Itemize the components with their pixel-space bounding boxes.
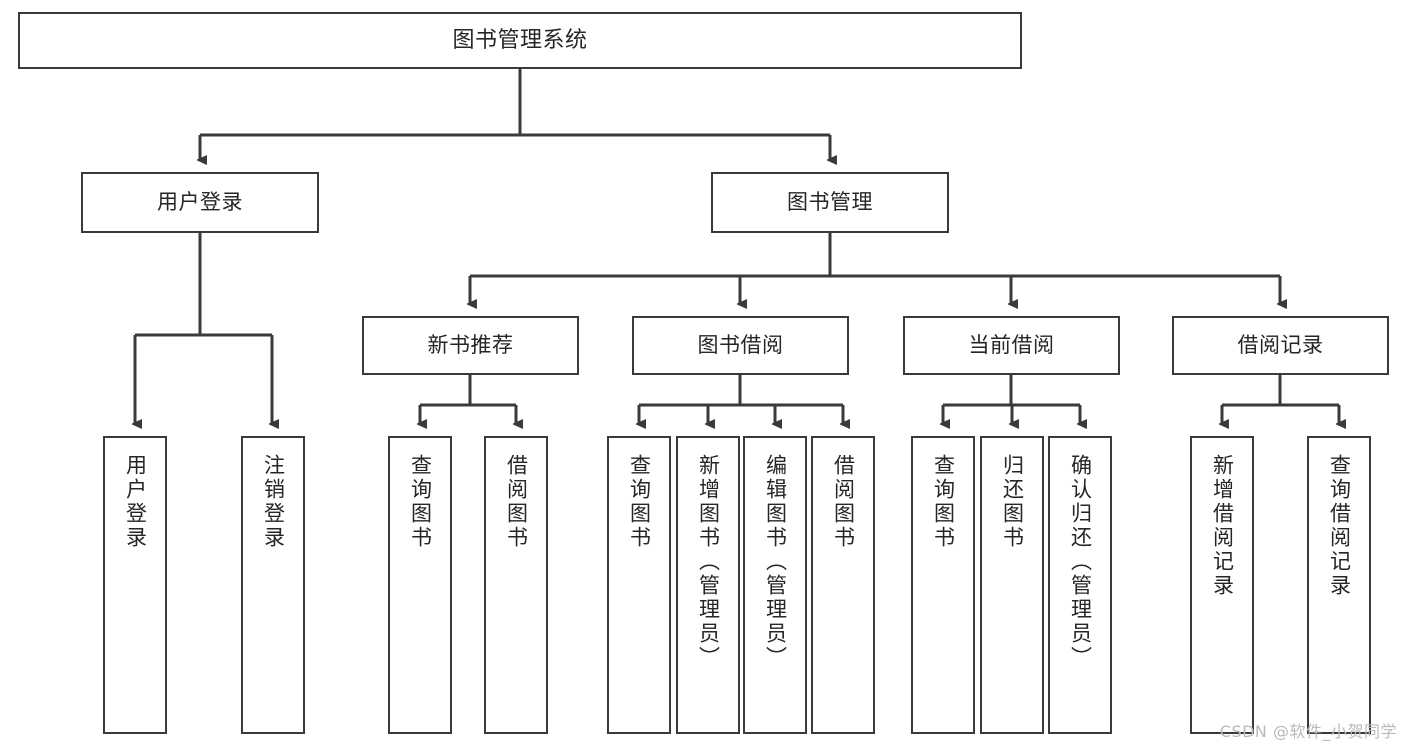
leaf-user-login[interactable]: 用户登录 bbox=[103, 436, 167, 734]
leaf-add-borrow-record[interactable]: 新增借阅记录 bbox=[1190, 436, 1254, 734]
leaf-query-book-recommend[interactable]: 查询图书 bbox=[388, 436, 452, 734]
leaf-query-book-recommend-label: 查询图书 bbox=[408, 454, 433, 550]
leaf-add-borrow-record-label: 新增借阅记录 bbox=[1210, 454, 1235, 598]
leaf-borrow-book-label: 借阅图书 bbox=[831, 454, 856, 550]
leaf-add-book-admin-label: 新增图书（管理员） bbox=[696, 454, 721, 670]
node-book-borrow-label: 图书借阅 bbox=[697, 333, 784, 358]
node-book-borrow[interactable]: 图书借阅 bbox=[632, 316, 849, 375]
leaf-query-borrow-record-label: 查询借阅记录 bbox=[1327, 454, 1352, 598]
leaf-query-book-borrow[interactable]: 查询图书 bbox=[607, 436, 671, 734]
node-book-management[interactable]: 图书管理 bbox=[711, 172, 949, 233]
node-root[interactable]: 图书管理系统 bbox=[18, 12, 1022, 69]
leaf-logout-label: 注销登录 bbox=[261, 454, 286, 550]
node-root-label: 图书管理系统 bbox=[452, 27, 588, 53]
node-current-borrow[interactable]: 当前借阅 bbox=[903, 316, 1120, 375]
leaf-query-book-current-label: 查询图书 bbox=[931, 454, 956, 550]
leaf-return-book-label: 归还图书 bbox=[1000, 454, 1025, 550]
node-borrow-record-label: 借阅记录 bbox=[1237, 333, 1324, 358]
leaf-edit-book-admin[interactable]: 编辑图书（管理员） bbox=[743, 436, 807, 734]
node-new-book-recommend[interactable]: 新书推荐 bbox=[362, 316, 579, 375]
leaf-confirm-return-admin[interactable]: 确认归还（管理员） bbox=[1048, 436, 1112, 734]
node-book-management-label: 图书管理 bbox=[787, 190, 873, 215]
leaf-edit-book-admin-label: 编辑图书（管理员） bbox=[763, 454, 788, 670]
node-current-borrow-label: 当前借阅 bbox=[968, 333, 1055, 358]
leaf-query-borrow-record[interactable]: 查询借阅记录 bbox=[1307, 436, 1371, 734]
node-user-login-label: 用户登录 bbox=[157, 190, 243, 215]
leaf-add-book-admin[interactable]: 新增图书（管理员） bbox=[676, 436, 740, 734]
leaf-user-login-label: 用户登录 bbox=[123, 454, 148, 550]
leaf-logout[interactable]: 注销登录 bbox=[241, 436, 305, 734]
node-borrow-record[interactable]: 借阅记录 bbox=[1172, 316, 1389, 375]
leaf-query-book-current[interactable]: 查询图书 bbox=[911, 436, 975, 734]
leaf-query-book-borrow-label: 查询图书 bbox=[627, 454, 652, 550]
node-new-book-recommend-label: 新书推荐 bbox=[427, 333, 514, 358]
leaf-confirm-return-admin-label: 确认归还（管理员） bbox=[1068, 454, 1093, 670]
leaf-borrow-book-recommend[interactable]: 借阅图书 bbox=[484, 436, 548, 734]
leaf-return-book[interactable]: 归还图书 bbox=[980, 436, 1044, 734]
leaf-borrow-book[interactable]: 借阅图书 bbox=[811, 436, 875, 734]
leaf-borrow-book-recommend-label: 借阅图书 bbox=[504, 454, 529, 550]
node-user-login[interactable]: 用户登录 bbox=[81, 172, 319, 233]
csdn-watermark: CSDN @软件_小贺同学 bbox=[1219, 722, 1397, 741]
